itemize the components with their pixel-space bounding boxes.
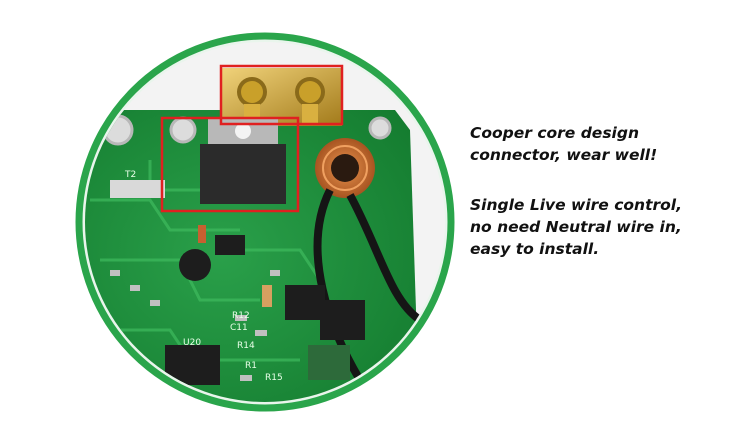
caption-wiring: Single Live wire control, no need Neutra… xyxy=(470,194,740,260)
transistor-to92 xyxy=(179,249,211,281)
diode xyxy=(198,225,206,243)
power-transistor xyxy=(200,118,286,204)
highlight-box-terminal xyxy=(219,64,344,126)
caption-connector: Cooper core design connector, wear well! xyxy=(470,122,740,166)
highlight-box-transistor xyxy=(160,116,300,213)
diode xyxy=(262,285,272,307)
caption-line: Single Live wire control, xyxy=(470,196,682,214)
ic-chip xyxy=(285,285,325,320)
ic-chip xyxy=(215,235,245,255)
brass-terminal-block xyxy=(222,68,342,126)
silk-label-u20: U20 xyxy=(183,338,201,348)
silk-label-r14: R14 xyxy=(237,341,255,351)
silk-label-r12: R12 xyxy=(232,311,250,321)
caption-line: no need Neutral wire in, xyxy=(470,218,682,236)
black-wire xyxy=(346,193,423,324)
caption-line: Cooper core design xyxy=(470,124,639,142)
silk-label-t2: T2 xyxy=(124,170,136,180)
mounting-hole xyxy=(169,116,197,144)
ic-chip xyxy=(320,300,365,340)
caption-line: connector, wear well! xyxy=(470,146,658,164)
green-capacitor xyxy=(308,345,350,380)
silk-label-r1: R1 xyxy=(245,361,257,371)
copper-coil xyxy=(315,138,375,198)
silk-label-r15: R15 xyxy=(265,373,283,383)
mounting-hole xyxy=(368,116,392,140)
silk-label-c11: C11 xyxy=(230,323,248,333)
caption-line: easy to install. xyxy=(470,240,600,258)
